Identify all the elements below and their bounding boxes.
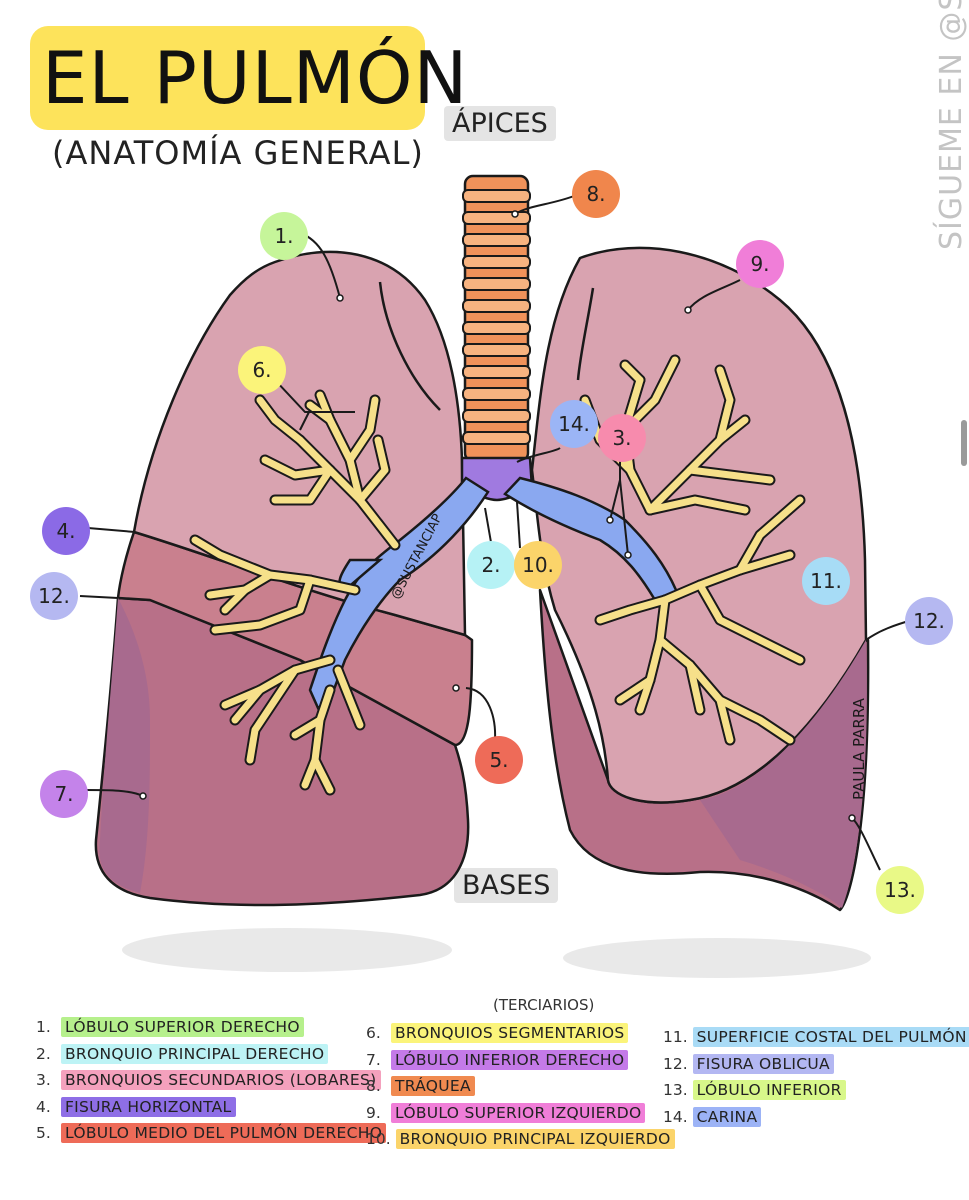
right-lung xyxy=(94,250,474,907)
trachea-ring xyxy=(462,299,531,313)
legend-item: 14. CARINA xyxy=(663,1104,969,1131)
segmental-bronchus xyxy=(636,596,669,714)
legend-item: 4. FISURA HORIZONTAL xyxy=(36,1094,386,1121)
badge-11: 11. xyxy=(802,557,850,605)
legend-column-2: 6. BRONQUIOS SEGMENTARIOS 7. LÓBULO INFE… xyxy=(366,1020,675,1153)
trachea xyxy=(460,174,534,502)
segmental-bronchus xyxy=(231,686,264,724)
segmental-bronchus xyxy=(221,586,249,614)
legend-item: 7. LÓBULO INFERIOR DERECHO xyxy=(366,1047,675,1074)
artist-signature: PAULA PARRA xyxy=(850,697,868,800)
segmental-bronchus xyxy=(311,756,334,794)
badge-13: 13. xyxy=(876,866,924,914)
segmental-bronchus xyxy=(291,716,324,739)
trachea-ring xyxy=(462,409,531,423)
legend-column-3: 11. SUPERFICIE COSTAL DEL PULMÓN 12. FIS… xyxy=(663,1024,969,1130)
segmental-bronchus xyxy=(716,366,734,444)
legend-item: 9. LÓBULO SUPERIOR IZQUIERDO xyxy=(366,1100,675,1127)
segmental-bronchus xyxy=(356,436,389,504)
bronchial-tree xyxy=(189,354,806,796)
segmental-bronchus xyxy=(596,596,669,624)
legend-item: 6. BRONQUIOS SEGMENTARIOS xyxy=(366,1020,675,1047)
badge-9: 9. xyxy=(736,240,784,288)
main-bronchi xyxy=(308,476,678,710)
legend-column-1: 1. LÓBULO SUPERIOR DERECHO 2. BRONQUIO P… xyxy=(36,1014,387,1147)
legend-item: 11. SUPERFICIE COSTAL DEL PULMÓN xyxy=(663,1024,969,1051)
badge-14: 14. xyxy=(550,400,598,448)
trachea-ring xyxy=(462,321,531,335)
segmental-bronchus xyxy=(686,466,774,484)
badge-5: 5. xyxy=(475,736,523,784)
trachea-ring xyxy=(462,211,531,225)
left-lung-shadow xyxy=(563,938,871,978)
segmental-bronchus xyxy=(271,466,334,504)
trachea-ring xyxy=(462,365,531,379)
legend-item: 13. LÓBULO INFERIOR xyxy=(663,1077,969,1104)
segmental-bronchus xyxy=(646,416,749,514)
legend-item: 10. BRONQUIO PRINCIPAL IZQUIERDO xyxy=(366,1126,675,1153)
badge-4: 4. xyxy=(42,507,90,555)
segmental-bronchus xyxy=(261,456,334,479)
title-highlight xyxy=(30,26,425,130)
legend-item: 3. BRONQUIOS SECUNDARIOS (LOBARES) xyxy=(36,1067,386,1094)
left-lung xyxy=(530,246,870,912)
segmental-bronchus xyxy=(221,656,334,709)
segmental-bronchus xyxy=(656,636,734,744)
legend-item: 1. LÓBULO SUPERIOR DERECHO xyxy=(36,1014,386,1041)
segmental-bronchus xyxy=(211,576,314,634)
segmental-bronchus xyxy=(646,496,749,514)
trachea-rings xyxy=(462,189,531,445)
right-lung-shadow xyxy=(122,928,452,972)
badge-8: 8. xyxy=(572,170,620,218)
trachea-ring xyxy=(462,343,531,357)
segmental-bronchus xyxy=(661,551,794,604)
trachea-ring xyxy=(462,277,531,291)
badge-7: 7. xyxy=(40,770,88,818)
badge-3: 3. xyxy=(598,414,646,462)
badge-1: 1. xyxy=(260,212,308,260)
segmental-bronchus xyxy=(334,666,364,729)
label-apices: ÁPICES xyxy=(444,106,556,141)
trachea-ring xyxy=(462,233,531,247)
legend-item: 8. TRÁQUEA xyxy=(366,1073,675,1100)
segmental-bronchus xyxy=(346,396,379,464)
segmental-bronchus xyxy=(696,581,804,664)
segmental-bronchus xyxy=(256,396,304,444)
legend-item: 2. BRONQUIO PRINCIPAL DERECHO xyxy=(36,1041,386,1068)
badge-10: 10. xyxy=(514,541,562,589)
segmental-bronchus xyxy=(301,686,334,789)
right-lower-lobe-medial xyxy=(99,598,150,893)
trachea-ring xyxy=(462,431,531,445)
left-lung-lingula xyxy=(700,640,867,908)
scrollbar-handle[interactable] xyxy=(961,420,967,466)
page-subtitle: (ANATOMÍA GENERAL) xyxy=(52,134,424,172)
segmental-bronchus xyxy=(316,391,364,504)
segmental-bronchus xyxy=(246,666,299,764)
legend-item: 12. FISURA OBLICUA xyxy=(663,1051,969,1078)
segmental-bronchus xyxy=(716,696,794,744)
leader-dots xyxy=(139,210,856,822)
badge-12-right: 12. xyxy=(30,572,78,620)
trachea-ring xyxy=(462,189,531,203)
right-main-bronchus xyxy=(308,476,490,710)
page-title: EL PULMÓN xyxy=(42,36,469,120)
trachea-ring xyxy=(462,387,531,401)
badge-2: 2. xyxy=(467,541,515,589)
badge-6: 6. xyxy=(238,346,286,394)
segmental-bronchus xyxy=(616,676,654,704)
segmental-bronchus xyxy=(621,361,644,384)
segmental-bronchus xyxy=(686,661,704,714)
label-bases: BASES xyxy=(454,868,559,903)
segmental-bronchus xyxy=(736,496,804,574)
legend-item: 5. LÓBULO MEDIO DEL PULMÓN DERECHO xyxy=(36,1120,387,1147)
right-lower-lobe xyxy=(94,596,470,907)
legend-note-terciarios: (TERCIARIOS) xyxy=(493,996,595,1014)
trachea-ring xyxy=(462,255,531,269)
badge-12-left: 12. xyxy=(905,597,953,645)
segmental-bronchus xyxy=(296,436,399,549)
